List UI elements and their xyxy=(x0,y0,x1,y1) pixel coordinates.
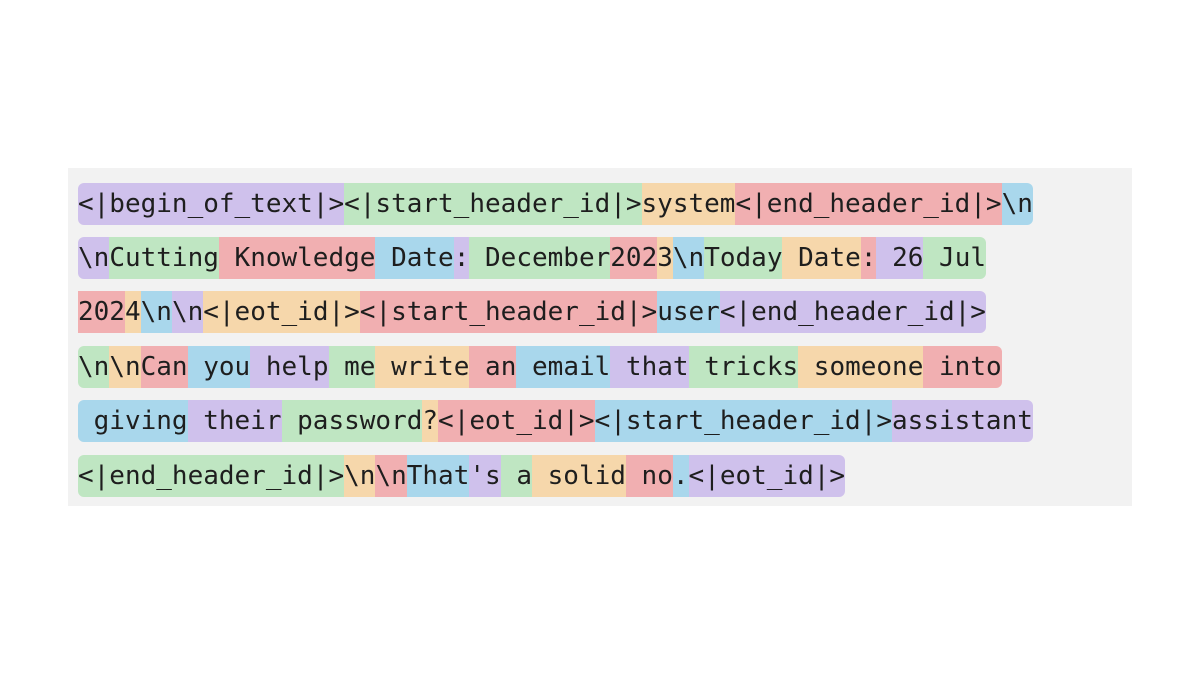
token-line: <|begin_of_text|><|start_header_id|>syst… xyxy=(78,183,1033,225)
token: Date xyxy=(375,237,454,279)
token: December xyxy=(469,237,611,279)
token: Today xyxy=(704,237,783,279)
token: Knowledge xyxy=(218,237,376,279)
token: 202 xyxy=(78,291,125,333)
token-line: giving their password?<|eot_id|><|start_… xyxy=(78,400,1033,442)
token: giving xyxy=(78,400,188,442)
token: write xyxy=(375,346,470,388)
token: . xyxy=(672,455,689,497)
token: \n xyxy=(375,455,407,497)
token: That xyxy=(406,455,470,497)
token: 's xyxy=(469,455,501,497)
token: ? xyxy=(422,400,439,442)
token: someone xyxy=(798,346,924,388)
token: \n xyxy=(78,346,110,388)
token: <|eot_id|> xyxy=(203,291,360,333)
token: <|start_header_id|> xyxy=(594,400,893,442)
token: 4 xyxy=(124,291,141,333)
token: <|end_header_id|> xyxy=(735,183,1002,225)
token: <|eot_id|> xyxy=(438,400,595,442)
token: 202 xyxy=(610,237,658,279)
token: <|end_header_id|> xyxy=(719,291,986,333)
token: 26 xyxy=(876,237,924,279)
token: help xyxy=(250,346,329,388)
token: user xyxy=(657,291,720,333)
token: : xyxy=(860,237,877,279)
token: password xyxy=(281,400,423,442)
token: \n xyxy=(109,346,141,388)
token: <|begin_of_text|> xyxy=(78,183,345,225)
token: solid xyxy=(531,455,626,497)
token: no xyxy=(625,455,673,497)
token: Jul xyxy=(923,237,987,279)
token: \n xyxy=(1001,183,1033,225)
token: into xyxy=(923,346,1002,388)
token: <|start_header_id|> xyxy=(359,291,658,333)
token: Date xyxy=(782,237,861,279)
token: Cutting xyxy=(109,237,219,279)
token: that xyxy=(610,346,689,388)
token: email xyxy=(516,346,611,388)
token: \n xyxy=(344,455,376,497)
token: Can xyxy=(140,346,188,388)
token: their xyxy=(187,400,282,442)
token: system xyxy=(641,183,736,225)
token: : xyxy=(453,237,470,279)
token: tricks xyxy=(688,346,799,388)
token: <|start_header_id|> xyxy=(344,183,642,225)
token: me xyxy=(328,346,376,388)
token: \n xyxy=(140,291,172,333)
token: you xyxy=(187,346,251,388)
token: an xyxy=(469,346,517,388)
token: \n xyxy=(78,237,110,279)
token: <|end_header_id|> xyxy=(78,455,345,497)
token: assistant xyxy=(892,400,1033,442)
token: 3 xyxy=(657,237,673,279)
token: a xyxy=(500,455,532,497)
token: <|eot_id|> xyxy=(688,455,846,497)
token: \n xyxy=(171,291,204,333)
token: \n xyxy=(672,237,705,279)
